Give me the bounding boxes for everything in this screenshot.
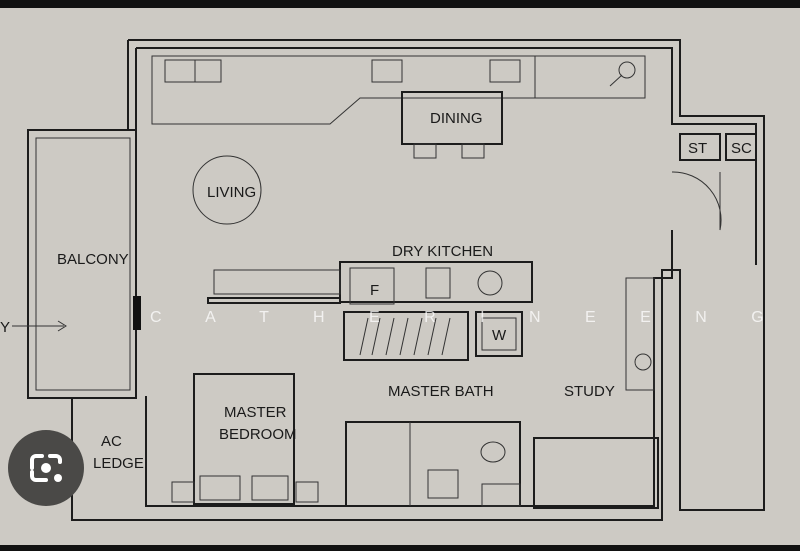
label-master-bath: MASTER BATH xyxy=(388,383,494,400)
column xyxy=(133,296,141,330)
label-fridge: F xyxy=(370,282,379,299)
watermark: C A T H E R I N E E N G xyxy=(150,309,784,326)
label-master-bedroom-1: MASTER xyxy=(224,404,287,421)
storage-closets xyxy=(679,133,757,161)
label-ledge: LEDGE xyxy=(93,455,144,472)
label-washer: W xyxy=(492,327,507,344)
label-sc: SC xyxy=(731,140,752,157)
desk-top xyxy=(534,55,646,99)
entry-door xyxy=(671,171,722,231)
label-balcony: BALCONY xyxy=(57,251,129,268)
label-study: STUDY xyxy=(564,383,615,400)
label-dining: DINING xyxy=(430,110,483,127)
label-master-bedroom-2: BEDROOM xyxy=(219,426,297,443)
label-st: ST xyxy=(688,140,707,157)
study-furniture xyxy=(533,277,659,509)
arrow-icon xyxy=(12,320,67,332)
visual-search-button[interactable] xyxy=(8,430,84,506)
label-entry: Y xyxy=(0,319,10,336)
camera-lens-icon xyxy=(30,454,62,482)
bed xyxy=(171,373,319,505)
dining-table xyxy=(401,91,503,159)
label-living: LIVING xyxy=(207,184,256,201)
wardrobe xyxy=(343,311,523,361)
label-ac: AC xyxy=(101,433,122,450)
bathroom-fixtures xyxy=(345,421,521,507)
label-dry-kitchen: DRY KITCHEN xyxy=(392,243,493,260)
living-marker xyxy=(192,155,262,225)
outer-walls xyxy=(71,39,765,521)
kitchen-counter xyxy=(207,261,533,305)
balcony-outline xyxy=(27,129,137,399)
